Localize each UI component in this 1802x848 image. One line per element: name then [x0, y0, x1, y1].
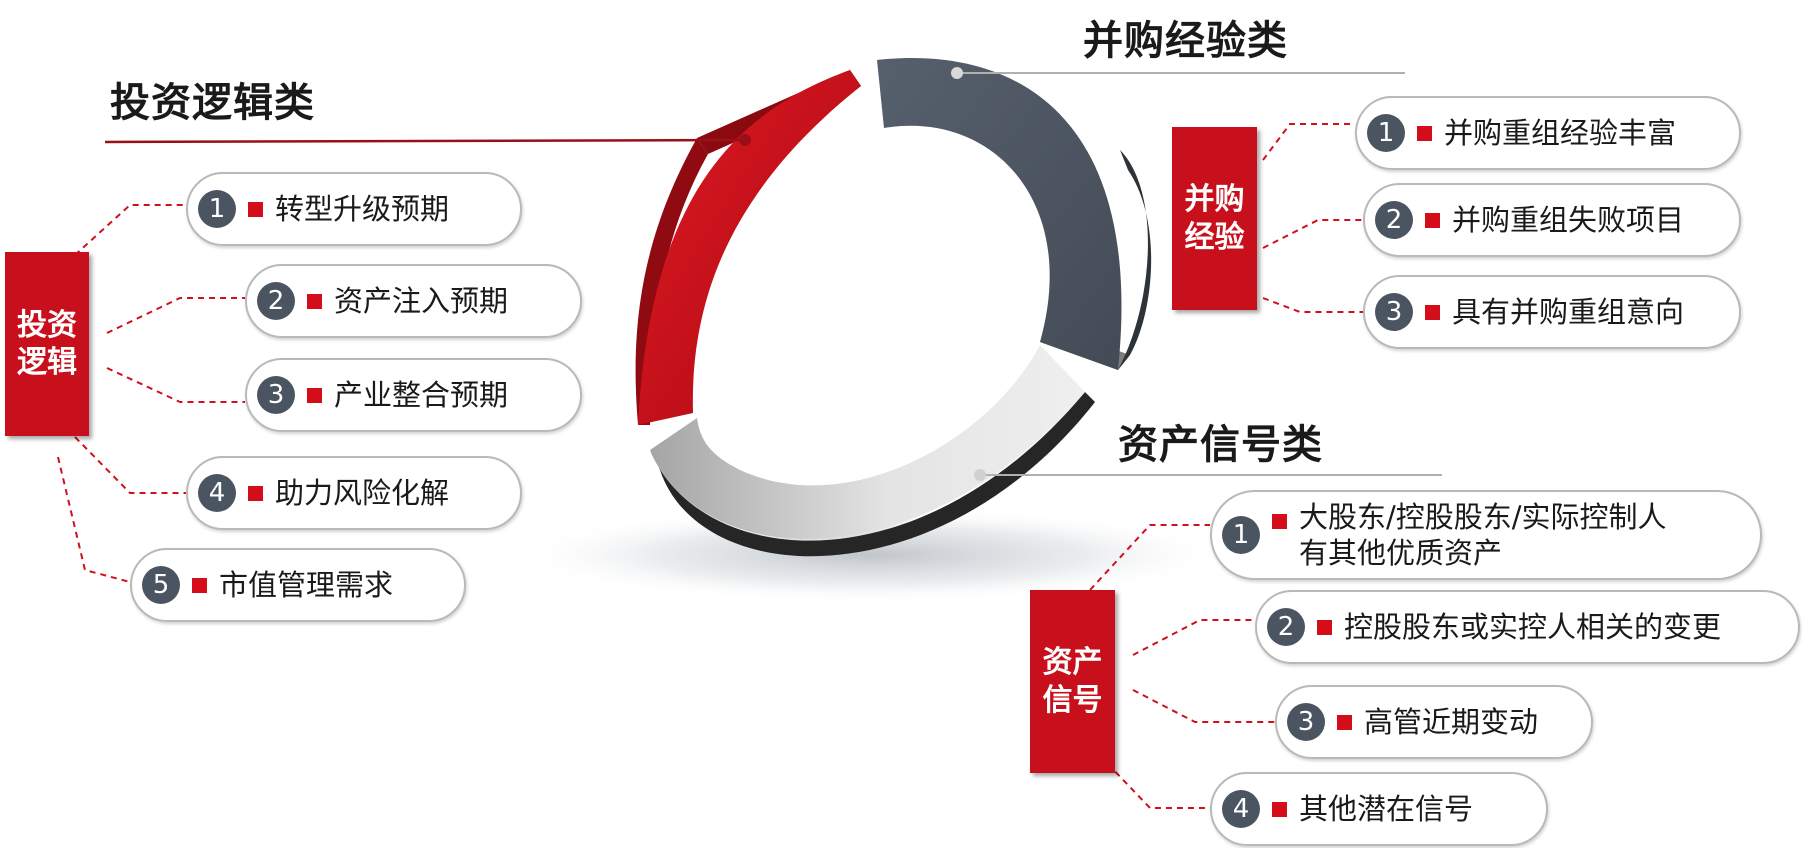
- tag-investment: 投资 逻辑: [5, 252, 89, 436]
- red-square-bullet: [248, 201, 263, 217]
- item-label: 市值管理需求: [219, 567, 394, 602]
- red-square-bullet: [192, 577, 207, 593]
- ring-segment-ma: [877, 57, 1152, 370]
- red-square-bullet: [307, 293, 322, 309]
- number-badge: 2: [1267, 608, 1305, 646]
- number-badge: 2: [1375, 201, 1413, 239]
- item-label: 助力风险化解: [275, 475, 450, 510]
- item-label: 大股东/控股股东/实际控制人 有其他优质资产: [1299, 499, 1667, 570]
- red-square-bullet: [307, 387, 322, 403]
- investment-item-2: 2 资产注入预期: [245, 264, 582, 338]
- title-investment: 投资逻辑类: [110, 80, 315, 126]
- title-asset: 资产信号类: [1118, 422, 1323, 468]
- red-square-bullet: [1317, 619, 1332, 635]
- item-label: 产业整合预期: [334, 377, 509, 412]
- number-badge: 2: [257, 282, 295, 320]
- number-badge: 3: [1287, 703, 1325, 741]
- red-square-bullet: [1425, 212, 1440, 228]
- investment-item-1: 1 转型升级预期: [186, 172, 522, 246]
- item-label: 并购重组经验丰富: [1444, 115, 1677, 150]
- item-label: 具有并购重组意向: [1452, 294, 1685, 329]
- connectors: [57, 123, 1363, 809]
- tag-asset: 资产 信号: [1030, 590, 1115, 773]
- red-square-bullet: [1337, 714, 1352, 730]
- ma-item-1: 1 并购重组经验丰富: [1355, 96, 1741, 170]
- ring-segment-investment: [635, 70, 861, 425]
- investment-item-5: 5 市值管理需求: [130, 548, 466, 622]
- investment-item-3: 3 产业整合预期: [245, 358, 582, 432]
- red-square-bullet: [1417, 125, 1432, 141]
- investment-item-4: 4 助力风险化解: [186, 456, 522, 530]
- number-badge: 1: [1222, 516, 1260, 554]
- red-square-bullet: [1272, 801, 1287, 817]
- number-badge: 1: [1367, 114, 1405, 152]
- red-square-bullet: [248, 485, 263, 501]
- number-badge: 3: [257, 376, 295, 414]
- item-label: 高管近期变动: [1364, 704, 1539, 739]
- number-badge: 1: [198, 190, 236, 228]
- number-badge: 5: [142, 566, 180, 604]
- number-badge: 3: [1375, 293, 1413, 331]
- asset-item-4: 4 其他潜在信号: [1210, 772, 1548, 846]
- tag-ma: 并购 经验: [1172, 127, 1257, 310]
- item-label: 其他潜在信号: [1299, 791, 1474, 826]
- red-square-bullet: [1425, 304, 1440, 320]
- asset-item-3: 3 高管近期变动: [1275, 685, 1593, 759]
- item-label: 控股股东或实控人相关的变更: [1344, 609, 1722, 644]
- title-leader-lines: [104, 67, 1442, 481]
- number-badge: 4: [1222, 790, 1260, 828]
- item-label: 资产注入预期: [334, 283, 509, 318]
- asset-item-1: 1 大股东/控股股东/实际控制人 有其他优质资产: [1210, 490, 1762, 580]
- asset-item-2: 2 控股股东或实控人相关的变更: [1255, 590, 1800, 664]
- ma-item-3: 3 具有并购重组意向: [1363, 275, 1741, 349]
- ma-item-2: 2 并购重组失败项目: [1363, 183, 1741, 257]
- item-label: 并购重组失败项目: [1452, 202, 1685, 237]
- number-badge: 4: [198, 474, 236, 512]
- red-square-bullet: [1272, 514, 1287, 529]
- title-ma: 并购经验类: [1083, 18, 1288, 64]
- item-label: 转型升级预期: [275, 191, 450, 226]
- ring-shadow: [510, 507, 1230, 603]
